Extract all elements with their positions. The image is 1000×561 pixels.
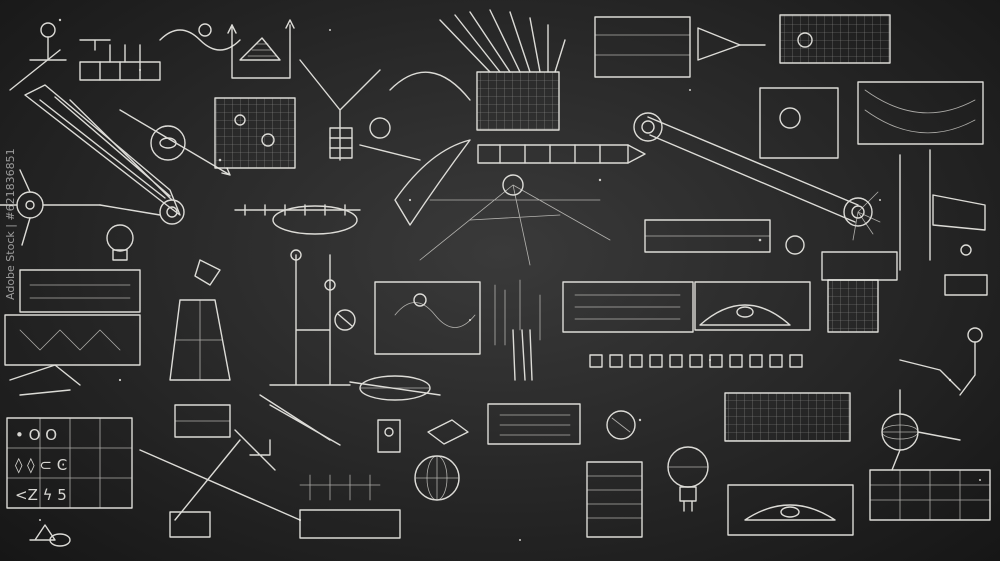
bottom-left-sketches xyxy=(29,404,301,547)
rectangle-chain xyxy=(589,279,879,368)
glyph-row-2: ◊ ◊ ⊂ Ͼ xyxy=(15,456,67,474)
bottom-center-globe xyxy=(299,403,581,539)
top-left-apparatus xyxy=(9,22,241,91)
grid-panel-left xyxy=(214,59,381,169)
bottom-right-sphere xyxy=(869,327,991,521)
chalk-specks xyxy=(39,18,981,541)
center-network-diagram xyxy=(394,139,646,266)
pencil-fan-and-grid xyxy=(359,9,566,161)
sphere-with-arrow xyxy=(119,109,231,176)
center-frames-row xyxy=(374,279,811,381)
shelf-and-bulb xyxy=(586,392,854,538)
cylinder-device xyxy=(259,375,441,446)
long-rod-apparatus xyxy=(633,112,881,241)
tower-sketch xyxy=(169,204,361,381)
top-right-grid-frames xyxy=(594,14,984,159)
cone-horn-drawing xyxy=(0,84,185,246)
glyph-table xyxy=(6,417,133,509)
pole-structure xyxy=(269,249,356,386)
glyph-row-1: • O O xyxy=(15,426,57,444)
watermark-text: Adobe Stock | #621836851 xyxy=(4,148,17,300)
left-middle-lightbulb xyxy=(4,224,141,396)
glyph-row-3: <Z ϟ 5 xyxy=(15,486,67,504)
triangle-in-box xyxy=(227,19,295,79)
right-middle-box xyxy=(644,149,988,296)
